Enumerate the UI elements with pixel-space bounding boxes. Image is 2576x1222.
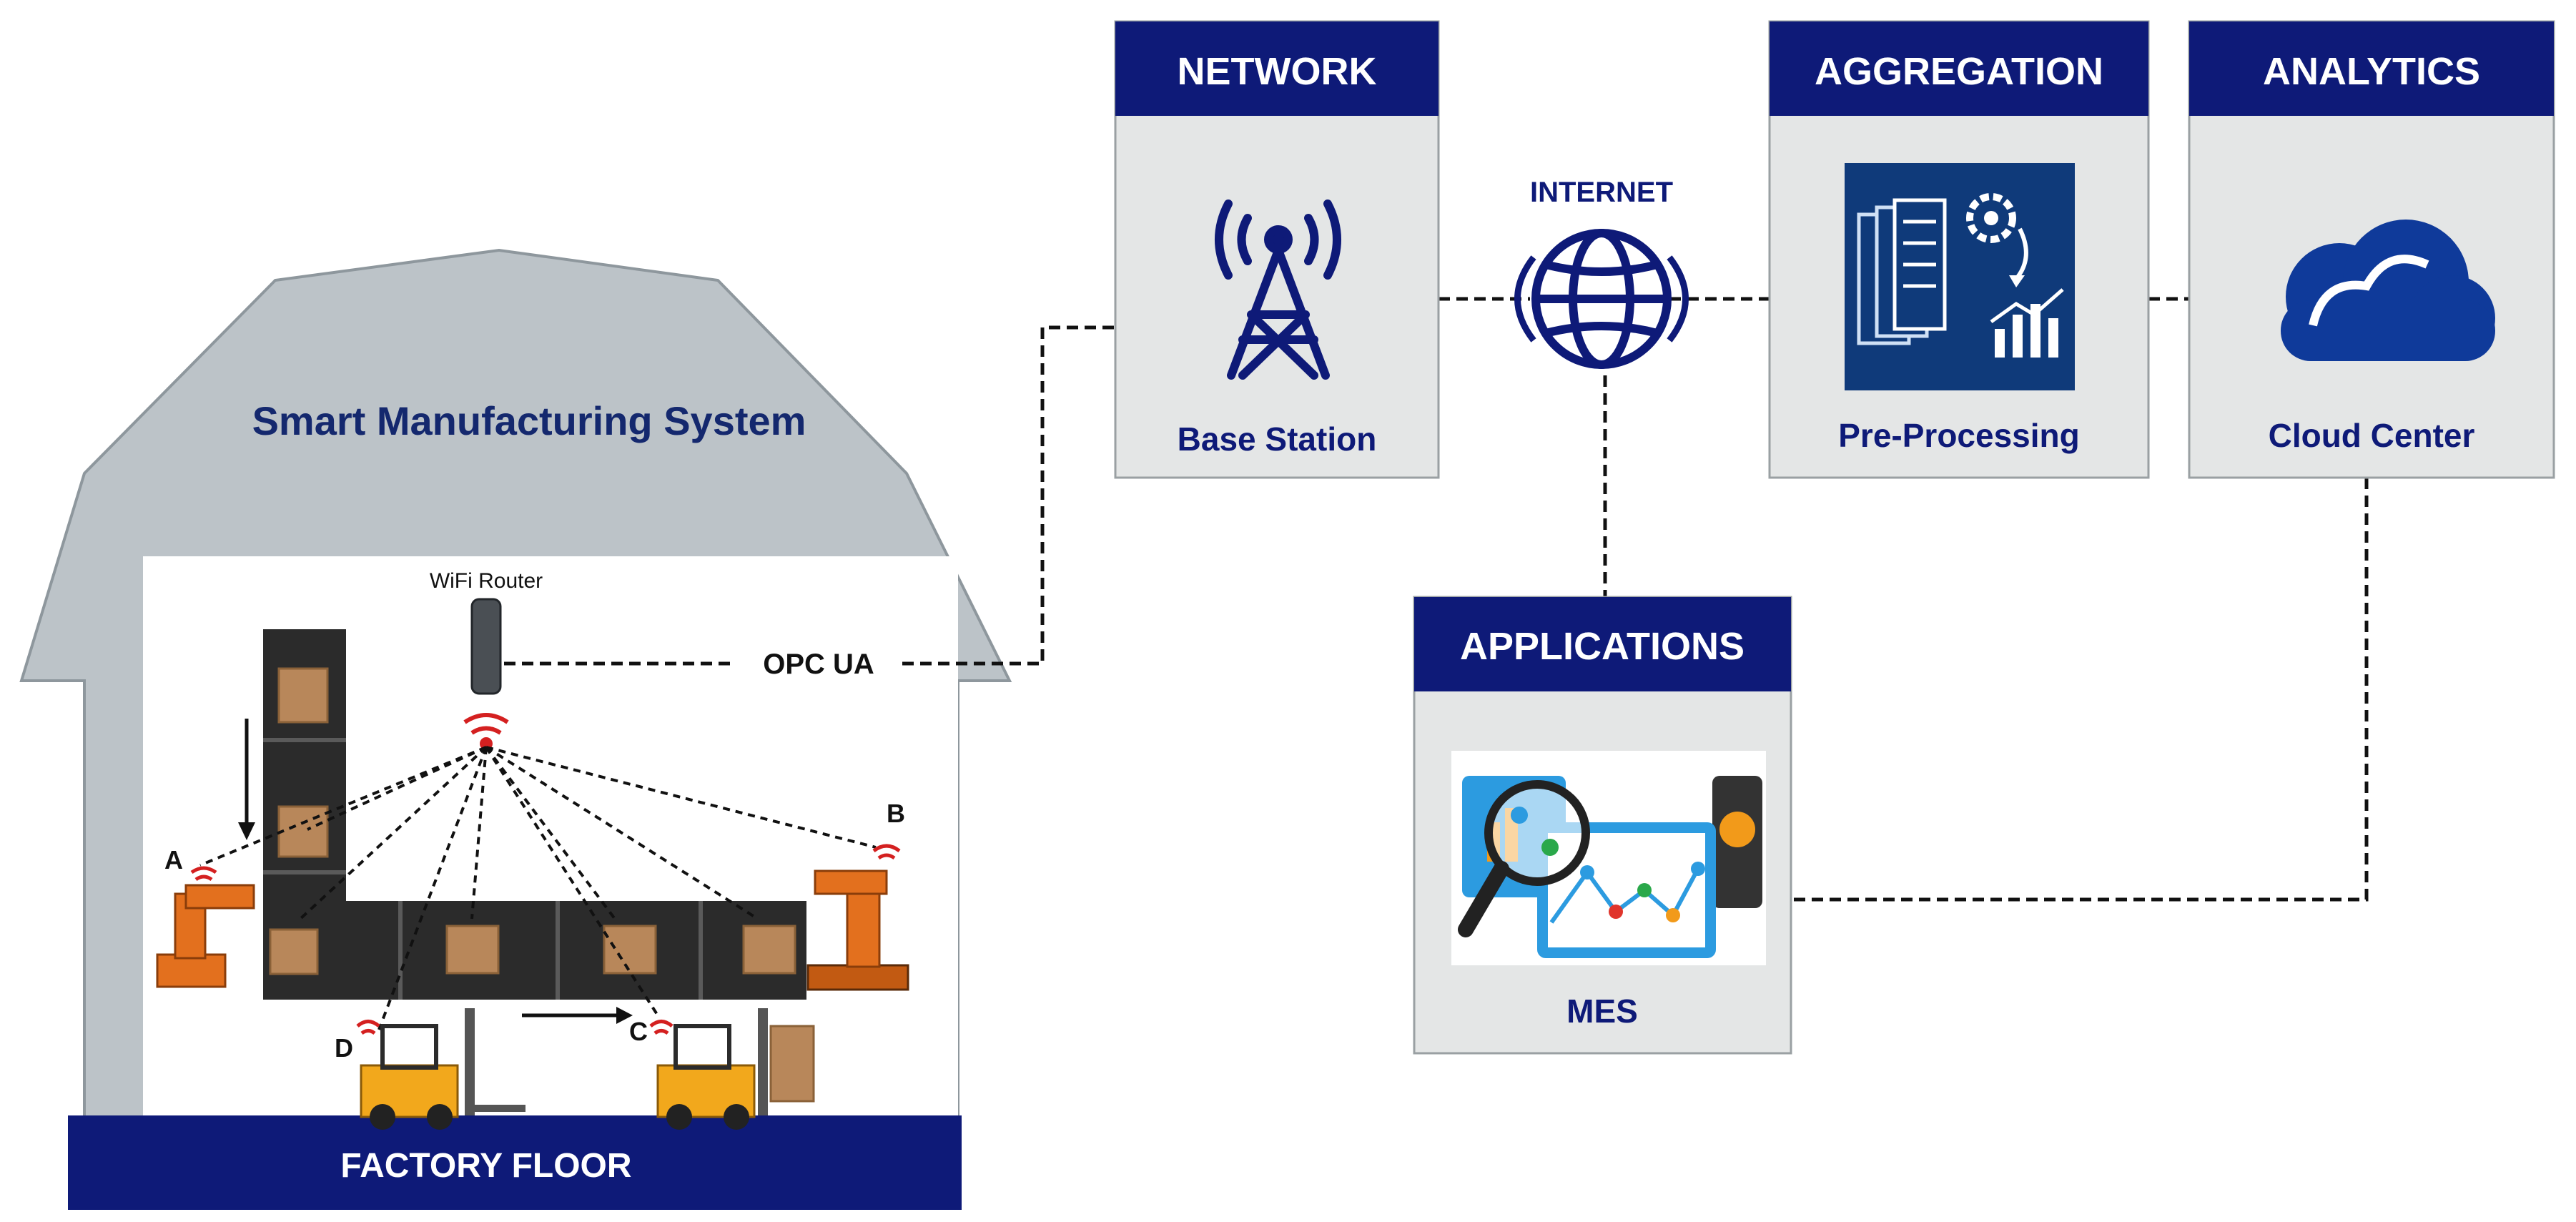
conveyor-horizontal [263, 901, 806, 1000]
package-box [742, 925, 796, 975]
aggregation-header: AGGREGATION [1815, 50, 2103, 93]
package-box [603, 925, 657, 975]
internet-label: INTERNET [1530, 177, 1673, 208]
forklift-d: D [335, 1008, 525, 1130]
forklift-cab [673, 1024, 731, 1070]
analytics-applications-link [1791, 478, 2369, 902]
wireless-link [485, 746, 759, 920]
forklift-wheel [666, 1104, 692, 1130]
robot-base [156, 953, 227, 988]
wireless-link [485, 746, 659, 1017]
marker-a: A [164, 845, 183, 874]
forklift-cab [380, 1024, 438, 1070]
robot-arm-b: B [806, 799, 909, 991]
opc-ua-label: OPC UA [763, 649, 874, 680]
factory-floor-label: FACTORY FLOOR [340, 1147, 631, 1185]
applications-header-bar [1414, 597, 1791, 691]
forklift-mast [465, 1008, 475, 1115]
analytics-caption: Cloud Center [2269, 417, 2475, 454]
marker-d: D [335, 1033, 353, 1063]
down-arrow-head [238, 822, 255, 840]
forklift-wheel [427, 1104, 453, 1130]
aggregation-caption: Pre-Processing [1838, 417, 2079, 454]
aggregation-box: AGGREGATION Pre-Processing [1768, 20, 2150, 479]
robot-arm [184, 884, 255, 910]
signal-icon [470, 726, 502, 735]
package-box [277, 805, 329, 858]
forklift-mast [758, 1008, 768, 1115]
wireless-links [199, 746, 877, 1030]
conveyor-system [238, 629, 806, 1024]
network-header-bar [1115, 21, 1438, 116]
network-box: NETWORK Base Station [1114, 20, 1440, 479]
factory-house: Smart Manufacturing System FACTORY FLOOR [19, 248, 1012, 1210]
marker-c: C [629, 1017, 648, 1046]
cell-tower-icon [1215, 199, 1341, 380]
wireless-link [307, 746, 487, 831]
router-icon [470, 598, 502, 695]
analytics-header: ANALYTICS [2263, 50, 2480, 93]
robot-body [846, 892, 881, 968]
package-box [769, 1025, 815, 1103]
globe-icon [1514, 229, 1689, 369]
network-caption: Base Station [1178, 420, 1377, 458]
package-box [269, 928, 319, 975]
wifi-icon [190, 866, 217, 882]
factory-title: Smart Manufacturing System [252, 398, 806, 443]
wifi-router: WiFi Router [430, 569, 543, 750]
factory-floor-bar [68, 1115, 962, 1210]
marker-b: B [887, 799, 905, 828]
wireless-link [485, 746, 616, 920]
applications-box: APPLICATIONS MES [1413, 596, 1792, 1055]
right-arrow-head [616, 1007, 633, 1024]
network-header: NETWORK [1178, 50, 1377, 93]
applications-header: APPLICATIONS [1460, 625, 1745, 668]
package-box [277, 667, 329, 724]
signal-icon [463, 713, 509, 724]
data-processing-icon [1845, 163, 2075, 390]
wifi-icon [649, 1020, 673, 1035]
wifi-router-label: WiFi Router [430, 569, 543, 593]
package-box [445, 925, 500, 975]
robot-arm-a: A [156, 845, 255, 988]
wireless-link [299, 746, 488, 920]
wireless-link [199, 746, 487, 867]
aggregation-header-bar [1770, 21, 2148, 116]
applications-caption: MES [1566, 992, 1638, 1030]
forklift-fork [472, 1105, 525, 1112]
forklift-wheel [370, 1104, 395, 1130]
wireless-link [485, 746, 877, 849]
robot-arm [814, 869, 888, 895]
wireless-link [470, 746, 488, 920]
analytics-box: ANALYTICS Cloud Center [2188, 20, 2555, 479]
cloud-icon [2281, 220, 2495, 361]
wifi-icon [356, 1020, 380, 1035]
robot-platform [806, 964, 909, 991]
analytics-header-bar [2189, 21, 2554, 116]
opc-network-link [902, 325, 1115, 666]
forklift-wheel [724, 1104, 749, 1130]
wifi-icon [872, 844, 901, 860]
forklift-c: C [629, 1008, 815, 1130]
analytics-devices-icon [1451, 751, 1766, 965]
internet-node: INTERNET [1514, 177, 1689, 369]
